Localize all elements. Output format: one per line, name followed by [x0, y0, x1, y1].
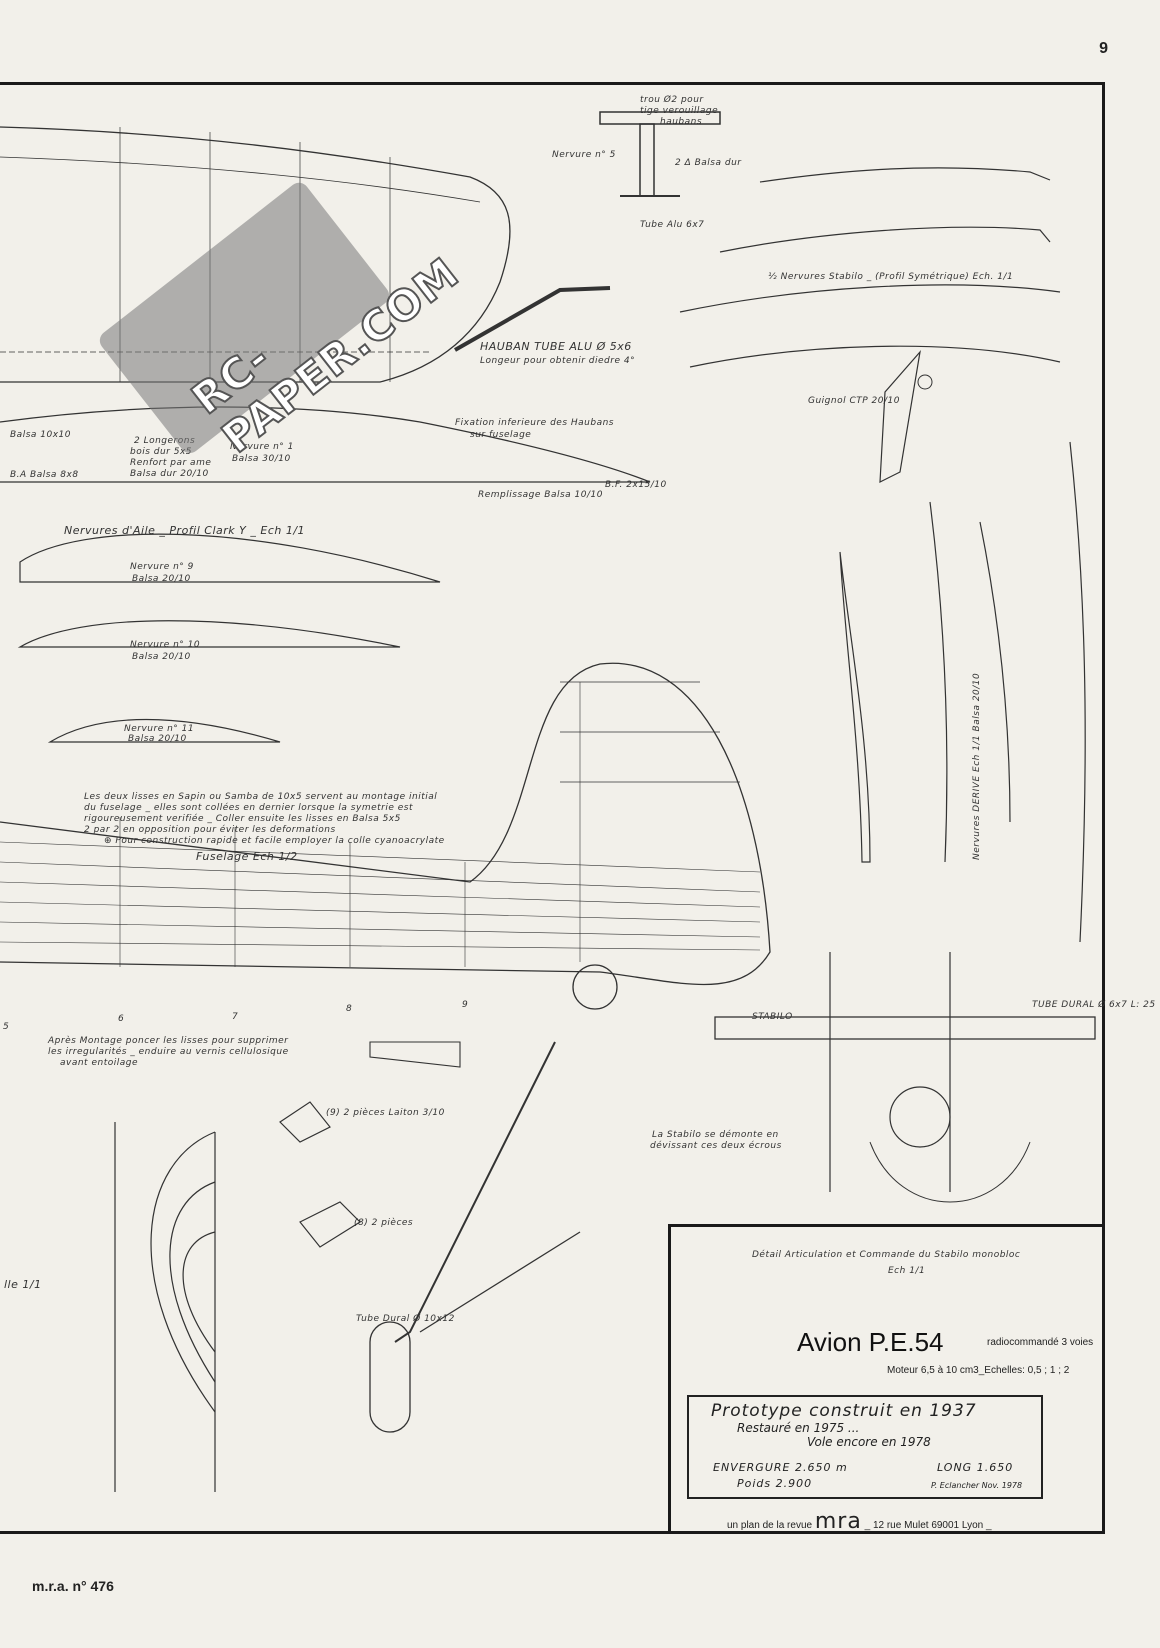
label-fuselage-note4: 2 par 2 en opposition pour éviter les de… [84, 825, 336, 835]
landing-gear [394, 1041, 556, 1343]
plan-subtitle: radiocommandé 3 voies [987, 1337, 1094, 1348]
label-station-9: 9 [462, 1000, 469, 1010]
derive-rib-4 [1069, 441, 1086, 943]
plan-address: _ 12 rue Mulet 69001 Lyon _ [864, 1520, 992, 1531]
label-derive: Nervures DERIVE Ech 1/1 Balsa 20/10 [972, 672, 982, 860]
label-nervure9: Nervure n° 9 [130, 562, 194, 572]
label-stabilo-note2: dévissant ces deux écrous [650, 1141, 782, 1151]
stabilo-rib-1 [759, 167, 1051, 183]
label-nervure1: Nervure n° 1 [230, 442, 294, 452]
label-station-5: 5 [3, 1022, 10, 1032]
plan-motor: Moteur 6,5 à 10 cm3_Echelles: 0,5 ; 1 ; … [887, 1365, 1070, 1376]
page-number: 9 [1099, 40, 1108, 57]
label-haubans: haubans [660, 117, 703, 127]
label-station-6: 6 [118, 1014, 125, 1024]
plan-credit: un plan de la revue mra _ 12 rue Mulet 6… [727, 1509, 992, 1534]
title-block: Avion P.E.54 radiocommandé 3 voies Moteu… [668, 1224, 1102, 1534]
label-hauban: HAUBAN TUBE ALU Ø 5x6 [480, 340, 632, 353]
label-tube-alu: Tube Alu 6x7 [640, 220, 705, 230]
label-nervure5: Nervure n° 5 [552, 150, 616, 160]
brand-logo: mra [814, 1509, 862, 1534]
plan-title: Avion P.E.54 [797, 1327, 944, 1357]
label-detail-ech: Ech 1/1 [888, 1266, 926, 1276]
label-nervure11b: Balsa 20/10 [128, 734, 187, 744]
stabilo-rib-4 [689, 345, 1061, 368]
stabilo-rib-3 [679, 284, 1061, 313]
wing-rib-nervure-1 [0, 406, 651, 483]
label-nervure11: Nervure n° 11 [124, 724, 195, 734]
nervure5-detail [599, 111, 721, 125]
stabilo-rib-2 [719, 226, 1051, 253]
label-nervure9b: Balsa 20/10 [132, 574, 191, 584]
label-fuselage-note5: ⊕ Pour construction rapide et facile emp… [104, 836, 445, 846]
label-longerons2: bois dur 5x5 [130, 447, 193, 457]
label-trou: trou Ø2 pour [640, 95, 704, 105]
guignol [879, 350, 921, 483]
wing-outline-top [0, 126, 511, 383]
wing-rib-nervure-11 [47, 718, 281, 743]
label-tige: tige verouillage [640, 106, 719, 116]
prototype-card: Prototype construit en 1937 Restauré en … [687, 1395, 1043, 1499]
label-fixation: Fixation inferieure des Haubans [455, 418, 614, 428]
label-echelle: lle 1/1 [4, 1278, 42, 1291]
label-apres2: les irregularités _ enduire au vernis ce… [48, 1047, 289, 1057]
weight-line: Poids 2.900 [737, 1477, 813, 1490]
label-fuselage-note3: rigoureusement verifiée _ Coller ensuite… [84, 814, 401, 824]
span-line: ENVERGURE 2.650 m [713, 1461, 848, 1474]
restored-line: Restauré en 1975 ... [737, 1421, 860, 1435]
label-fuselage-note2: du fuselage _ elles sont collées en dern… [84, 803, 414, 813]
tail-wheel [572, 964, 618, 1010]
label-balsa-dur: 2 Δ Balsa dur [675, 158, 742, 168]
derive-rib-2 [929, 501, 948, 863]
label-apres1: Après Montage poncer les lisses pour sup… [48, 1036, 289, 1046]
label-station-8: 8 [346, 1004, 353, 1014]
label-balsa10: Balsa 10x10 [10, 430, 71, 440]
label-station-7: 7 [232, 1012, 239, 1022]
label-hauban-sub: Longeur pour obtenir diedre 4° [480, 356, 636, 366]
wing-rib-nervure-9 [19, 533, 441, 583]
proto-line: Prototype construit en 1937 [711, 1401, 977, 1421]
label-tube-dural-train: Tube Dural Ø 10x12 [356, 1314, 455, 1324]
label-pieces2: (8) 2 pièces [354, 1218, 414, 1228]
label-ailes-title: Nervures d'Aile _ Profil Clark Y _ Ech 1… [64, 524, 306, 537]
plan-frame [0, 82, 1105, 1534]
length-line: LONG 1.650 [937, 1461, 1014, 1474]
label-fixation-sub: sur fuselage [470, 430, 532, 440]
label-remplissage: Remplissage Balsa 10/10 [478, 490, 603, 500]
main-wheel [369, 1321, 411, 1433]
label-longerons3: Renfort par ame [130, 458, 212, 468]
label-fuselage-note1: Les deux lisses en Sapin ou Samba de 10x… [84, 792, 438, 802]
label-pieces2b: (9) 2 pièces Laiton 3/10 [326, 1108, 445, 1118]
label-bf: B.F. 2x15/10 [605, 480, 667, 490]
label-apres3: avant entoilage [60, 1058, 138, 1068]
label-longerons4: Balsa dur 20/10 [130, 469, 209, 479]
label-detail-title: Détail Articulation et Commande du Stabi… [752, 1250, 1021, 1260]
author-line: P. Eclancher Nov. 1978 [931, 1481, 1023, 1490]
derive-rib-1 [839, 551, 871, 863]
wing-leading-edge [0, 156, 481, 203]
hauban-strut [454, 286, 611, 352]
plan-prefix: un plan de la revue [727, 1520, 813, 1531]
label-stabilo-part: STABILO [752, 1012, 793, 1022]
flies-line: Vole encore en 1978 [807, 1435, 931, 1449]
wing-rib-nervure-10 [17, 620, 401, 648]
stabilo-articulation [714, 1016, 1096, 1040]
label-nervure10b: Balsa 20/10 [132, 652, 191, 662]
label-stabilo-title: ½ Nervures Stabilo _ (Profil Symétrique)… [768, 272, 1014, 282]
derive-rib-3 [979, 521, 1011, 823]
label-ba-balsa: B.A Balsa 8x8 [10, 470, 79, 480]
fuselage-outline [0, 662, 771, 986]
label-stabilo-note1: La Stabilo se démonte en [652, 1130, 779, 1140]
label-nervure10: Nervure n° 10 [130, 640, 201, 650]
template-arcs [114, 1122, 216, 1492]
footer-issue: m.r.a. n° 476 [32, 1578, 114, 1594]
label-tube-dural: TUBE DURAL Ø 6x7 L: 25 [1032, 1000, 1156, 1010]
label-fuselage-title: Fuselage Ech 1/2 [196, 850, 298, 863]
label-longerons: 2 Longerons [134, 436, 196, 446]
label-guignol: Guignol CTP 20/10 [808, 396, 900, 406]
label-nervure1b: Balsa 30/10 [232, 454, 291, 464]
